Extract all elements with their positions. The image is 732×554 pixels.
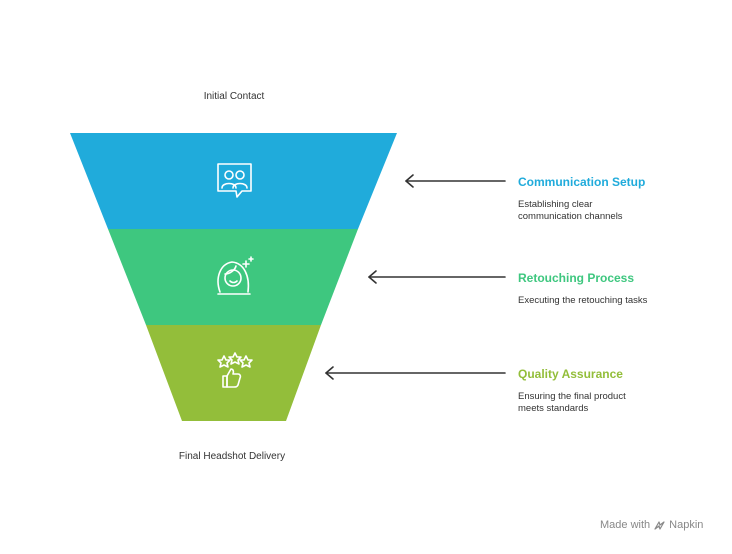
stage-desc-retouching-process: Executing the retouching tasks <box>518 295 648 306</box>
arrow-communication-setup <box>405 174 506 188</box>
watermark-prefix: Made with <box>600 519 651 531</box>
stage-desc-quality-assurance: Ensuring the final product meets standar… <box>518 391 626 414</box>
stars-thumbs-up-icon <box>217 352 253 388</box>
stage-title-quality-assurance: Quality Assurance <box>518 367 623 381</box>
funnel-stage-retouching-process <box>108 229 358 325</box>
woman-sparkle-icon <box>217 256 254 295</box>
stage-title-retouching-process: Retouching Process <box>518 271 635 285</box>
watermark-brand: Napkin <box>669 519 704 531</box>
top-label-initial-contact: Initial Contact <box>203 91 265 102</box>
arrow-quality-assurance <box>325 366 506 380</box>
bottom-label-final-delivery: Final Headshot Delivery <box>178 451 286 462</box>
napkin-logo-icon <box>654 520 665 530</box>
funnel-stage-communication-setup <box>70 133 397 229</box>
arrow-retouching-process <box>368 270 506 284</box>
stage-title-communication-setup: Communication Setup <box>518 175 646 189</box>
napkin-watermark: Made with Napkin <box>600 519 703 531</box>
stage-desc-communication-setup: Establishing clear communication channel… <box>518 199 623 222</box>
communication-users-icon <box>217 163 252 198</box>
